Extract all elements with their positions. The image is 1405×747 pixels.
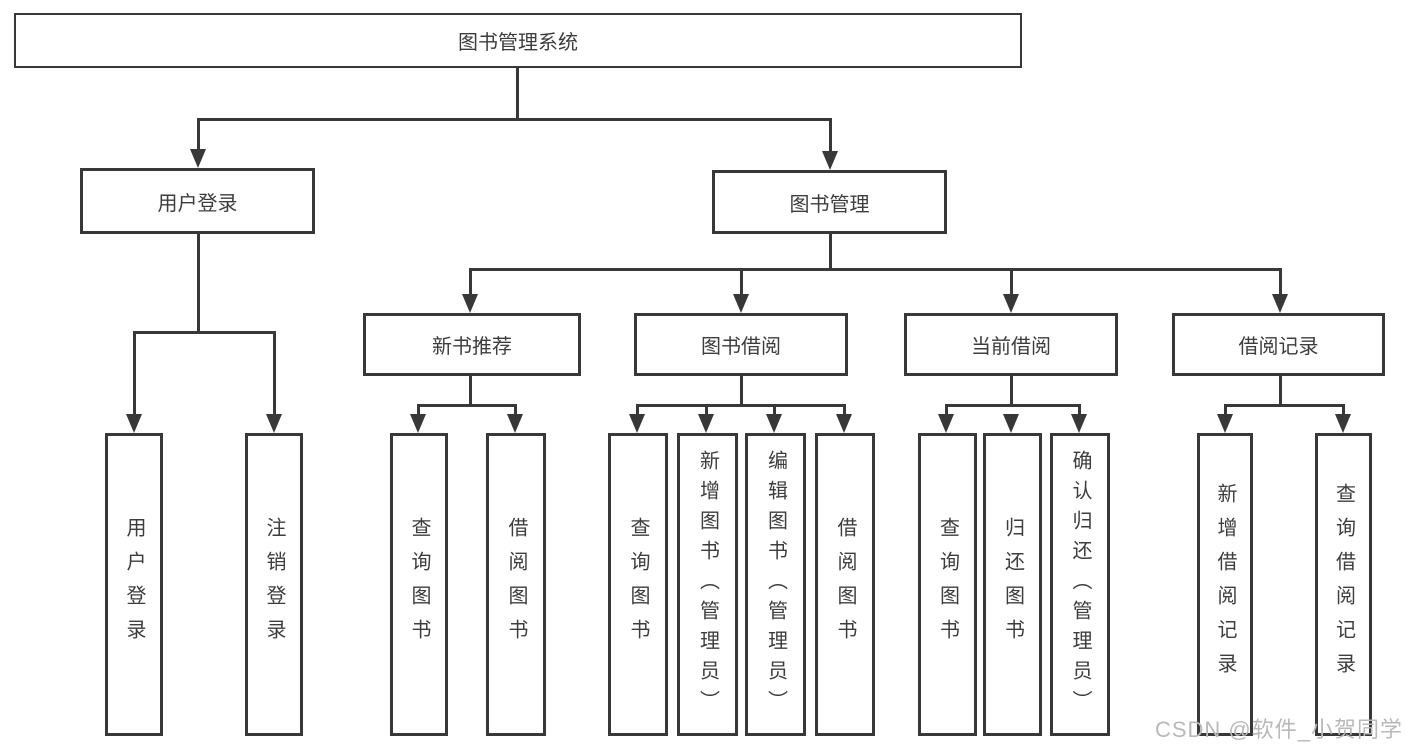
arrowhead-down-icon [507, 414, 523, 433]
arrowhead-down-icon [126, 414, 142, 433]
node-label: 新增图书（管理员） [696, 449, 719, 720]
arrowhead-down-icon [938, 414, 954, 433]
arrowhead-down-icon [1003, 414, 1019, 433]
connector-line [469, 268, 472, 297]
connector-line [1342, 404, 1345, 418]
arrowhead-down-icon [629, 414, 645, 433]
csdn-watermark: CSDN @软件_小贺同学 [1154, 717, 1403, 742]
connector-line [1010, 268, 1013, 297]
arrowhead-down-icon [266, 414, 282, 433]
connector-line [417, 404, 517, 407]
connector-line [636, 404, 846, 407]
connector-line [636, 404, 639, 418]
arrowhead-down-icon [410, 414, 426, 433]
arrowhead-down-icon [822, 151, 838, 170]
connector-line [469, 268, 1282, 271]
node-label: 新增借阅记录 [1214, 482, 1236, 687]
arrowhead-down-icon [1003, 294, 1019, 313]
node-label: 查询图书 [936, 516, 959, 653]
node-book-borrowing: 图书借阅 [634, 313, 848, 376]
connector-line [705, 404, 708, 418]
connector-line [1224, 404, 1345, 407]
node-label: 新书推荐 [432, 336, 512, 358]
connector-line [197, 118, 200, 152]
node-label: 查询图书 [408, 516, 430, 653]
node-leaf-query-books-borrow: 查询图书 [608, 433, 668, 736]
node-leaf-borrow-books: 借阅图书 [815, 433, 875, 736]
connector-line [740, 376, 743, 407]
arrowhead-down-icon [462, 294, 478, 313]
arrowhead-down-icon [1217, 414, 1233, 433]
connector-line [1279, 376, 1282, 407]
arrowhead-down-icon [190, 149, 206, 168]
connector-line [273, 331, 276, 417]
node-user-login-module: 用户登录 [80, 168, 315, 234]
node-label: 图书借阅 [701, 336, 781, 358]
connector-line [514, 404, 517, 418]
node-new-book-recommendation: 新书推荐 [363, 313, 581, 376]
node-leaf-return-books: 归还图书 [983, 433, 1042, 736]
connector-line [516, 68, 519, 120]
node-book-management-module: 图书管理 [712, 170, 947, 234]
node-leaf-query-books-current: 查询图书 [918, 433, 977, 736]
connector-line [829, 234, 832, 271]
node-current-borrowing: 当前借阅 [904, 313, 1118, 376]
node-label: 查询图书 [627, 516, 649, 653]
node-label: 借阅图书 [505, 516, 527, 653]
node-label: 图书管理 [789, 193, 870, 216]
node-label: 用户登录 [123, 516, 145, 653]
connector-line [133, 331, 276, 334]
arrowhead-down-icon [733, 294, 749, 313]
arrowhead-down-icon [1272, 294, 1288, 313]
node-borrowing-records: 借阅记录 [1172, 313, 1385, 376]
node-leaf-query-books-rec: 查询图书 [390, 433, 448, 736]
node-leaf-query-borrow-record: 查询借阅记录 [1315, 433, 1372, 736]
connector-line [1224, 404, 1227, 418]
node-library-management-system: 图书管理系统 [14, 13, 1022, 68]
connector-line [740, 268, 743, 297]
arrowhead-down-icon [836, 414, 852, 433]
node-leaf-logout: 注销登录 [245, 433, 303, 736]
node-label: 归还图书 [1001, 516, 1024, 653]
node-leaf-borrow-books-rec: 借阅图书 [486, 433, 546, 736]
connector-line [773, 404, 776, 418]
connector-line [1078, 404, 1081, 418]
node-label: 借阅图书 [834, 516, 856, 653]
connector-line [945, 404, 948, 418]
node-label: 借阅记录 [1238, 336, 1319, 358]
node-label: 确认归还（管理员） [1069, 449, 1091, 720]
connector-line [1279, 268, 1282, 297]
connector-line [133, 331, 136, 417]
node-label: 当前借阅 [971, 336, 1051, 358]
arrowhead-down-icon [766, 414, 782, 433]
node-label: 注销登录 [263, 516, 285, 653]
node-label: 用户登录 [157, 192, 238, 215]
node-leaf-add-books-admin: 新增图书（管理员） [677, 433, 738, 736]
node-leaf-edit-books-admin: 编辑图书（管理员） [745, 433, 806, 736]
connector-line [197, 118, 832, 121]
connector-line [843, 404, 846, 418]
node-label: 查询借阅记录 [1332, 482, 1355, 687]
connector-line [945, 404, 1080, 407]
arrowhead-down-icon [1335, 414, 1351, 433]
node-leaf-user-login: 用户登录 [105, 433, 163, 736]
connector-line [417, 404, 420, 418]
arrowhead-down-icon [1071, 414, 1087, 433]
connector-line [1010, 376, 1013, 407]
node-label: 编辑图书（管理员） [764, 449, 787, 720]
connector-line [829, 118, 832, 154]
node-leaf-confirm-return-admin: 确认归还（管理员） [1050, 433, 1110, 736]
node-leaf-add-borrow-record: 新增借阅记录 [1197, 433, 1253, 736]
node-label: 图书管理系统 [458, 32, 578, 54]
connector-line [469, 376, 472, 407]
arrowhead-down-icon [698, 414, 714, 433]
connector-line [197, 234, 200, 333]
